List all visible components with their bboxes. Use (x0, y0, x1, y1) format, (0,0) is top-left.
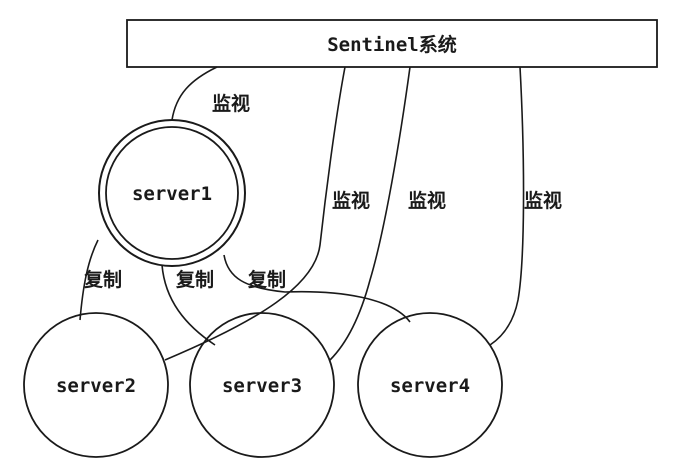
replication-link-server3 (161, 264, 216, 346)
server3-label: server3 (222, 375, 302, 397)
monitor-link-server4 (489, 66, 525, 346)
replication-link-server4 (223, 254, 411, 323)
monitor-label-server1: 监视 (212, 92, 250, 115)
replicate-label-server2: 复制 (83, 268, 122, 291)
monitor-links (164, 66, 525, 361)
sentinel-system-box: Sentinel系统 (126, 19, 658, 68)
server1-node: server1 (98, 119, 246, 267)
server3-node: server3 (189, 312, 335, 458)
server2-node: server2 (23, 312, 169, 458)
replication-link-server2 (79, 239, 99, 321)
monitor-label-server4: 监视 (524, 189, 562, 212)
server2-label: server2 (56, 375, 136, 397)
monitor-label-server2: 监视 (332, 189, 370, 212)
replicate-label-server3: 复制 (175, 268, 214, 291)
server4-label: server4 (390, 375, 470, 397)
server1-label: server1 (132, 183, 212, 205)
replication-links (79, 239, 411, 346)
monitor-link-server1 (171, 66, 218, 121)
monitor-label-server3: 监视 (408, 189, 446, 212)
monitor-link-server3 (329, 66, 411, 361)
replicate-label-server4: 复制 (247, 268, 286, 291)
monitor-link-server2 (164, 66, 346, 361)
sentinel-system-label: Sentinel系统 (327, 33, 457, 56)
server4-node: server4 (357, 312, 503, 458)
